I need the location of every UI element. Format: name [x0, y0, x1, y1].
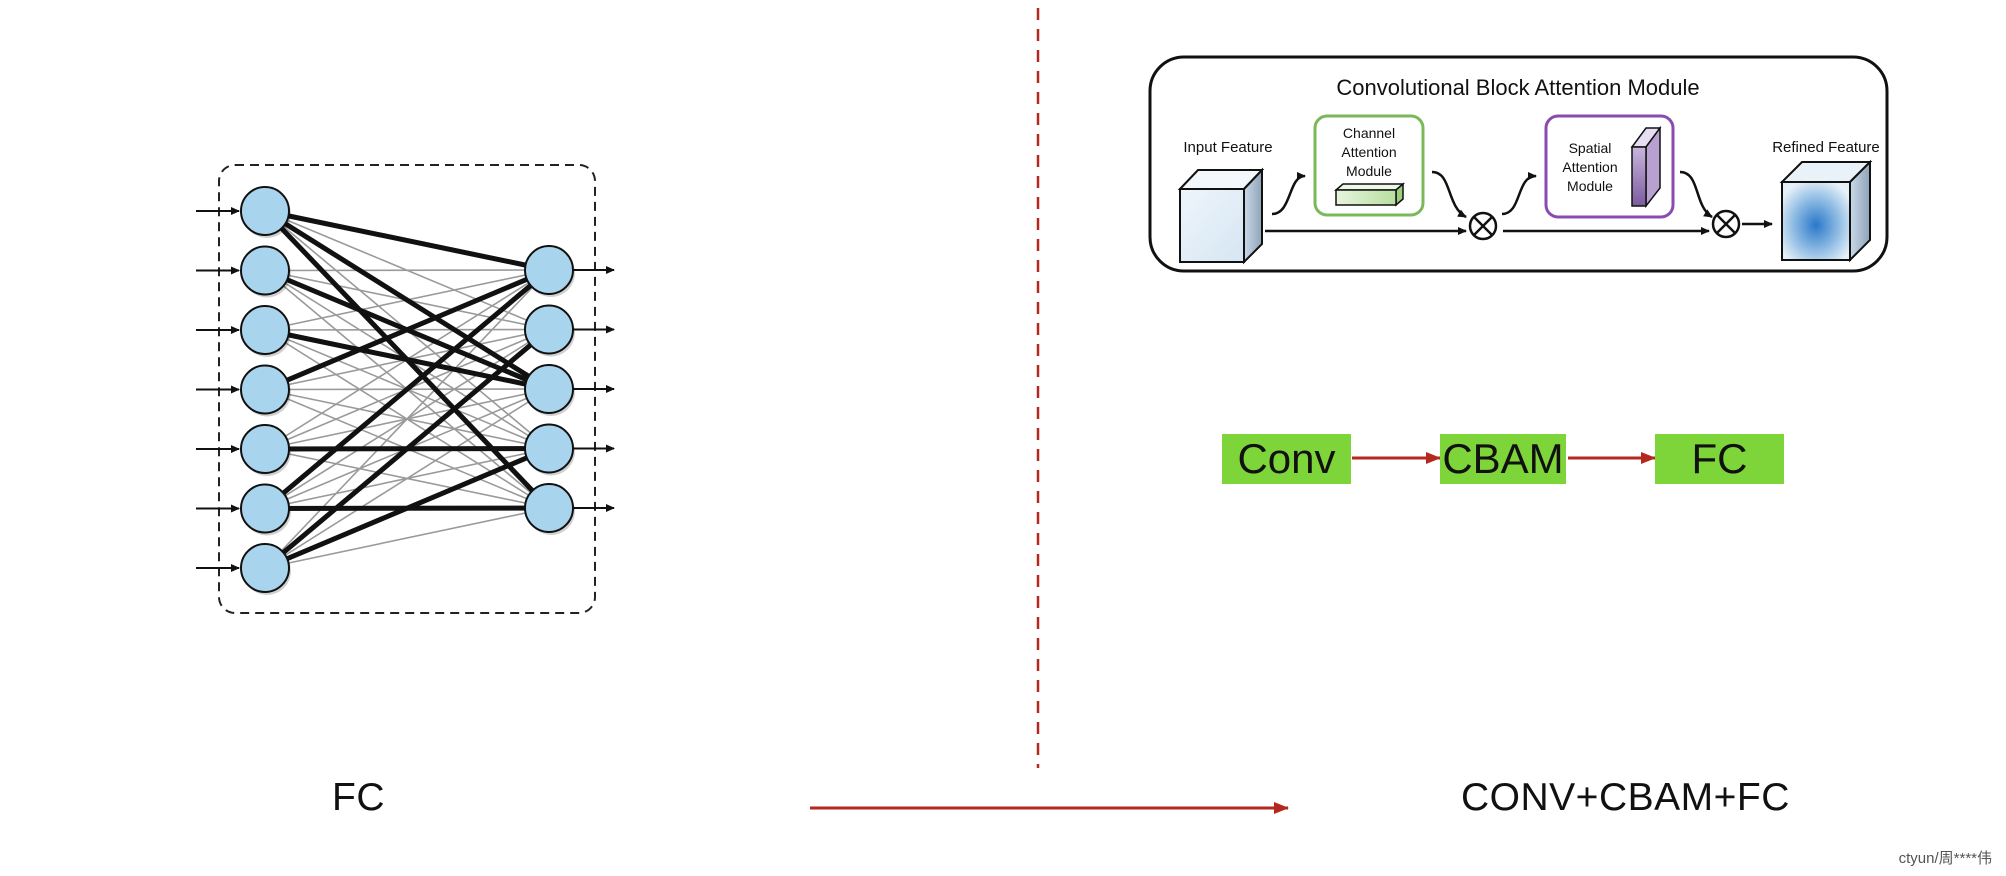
- pipeline-step-fc: FC: [1655, 434, 1784, 484]
- fc-edges: [263, 208, 551, 571]
- output-neuron: [524, 483, 574, 533]
- input-neuron: [240, 483, 290, 534]
- cbam-module: Convolutional Block Attention Module Inp…: [1148, 55, 1889, 273]
- output-neuron: [524, 364, 574, 414]
- fc-label: FC: [332, 776, 385, 819]
- input-neuron: [240, 186, 290, 236]
- input-neuron: [240, 305, 290, 355]
- watermark-text: ctyun/周****伟: [1898, 850, 1992, 867]
- refined-feature-label: Refined Feature: [1772, 139, 1880, 156]
- fc-connection: [264, 507, 550, 569]
- multiply-node-2: [1711, 209, 1741, 239]
- output-neuron: [524, 423, 574, 474]
- fc-connection: [264, 267, 550, 392]
- fc-connection: [263, 327, 551, 570]
- output-neuron: [524, 245, 574, 295]
- curve-into-spatial: [1501, 172, 1537, 216]
- input-feature-label: Input Feature: [1183, 139, 1272, 156]
- channel-slab: [1333, 182, 1406, 207]
- multiply-node-1: [1468, 211, 1498, 241]
- output-neuron: [524, 304, 574, 355]
- input-neuron: [240, 424, 290, 474]
- fc-connection: [263, 208, 551, 392]
- spatial-slab: [1630, 125, 1662, 209]
- spatial-label-line2: Attention: [1562, 159, 1617, 175]
- refined-feature-cube: [1779, 159, 1873, 263]
- fc-connection: [264, 208, 550, 273]
- fc-network: [196, 164, 615, 614]
- fc-io-arrows: [196, 207, 615, 572]
- pipeline-step-cbam: CBAM: [1440, 434, 1566, 484]
- input-neuron: [240, 245, 290, 296]
- input-neuron: [240, 364, 290, 415]
- curve-out-channel: [1431, 170, 1467, 219]
- fc-connection: [264, 327, 550, 392]
- fc-connection: [263, 268, 551, 511]
- spatial-label-line1: Spatial: [1569, 140, 1612, 156]
- cbam-frame: [1148, 55, 1889, 273]
- fc-connection: [264, 388, 550, 569]
- spatial-label-line3: Module: [1567, 178, 1613, 194]
- channel-label-line1: Channel: [1343, 125, 1395, 141]
- fc-connection: [264, 446, 550, 571]
- curve-out-spatial: [1679, 170, 1713, 219]
- curve-into-channel: [1271, 172, 1306, 216]
- pipeline-step-conv: Conv: [1222, 434, 1351, 484]
- fc-connection: [264, 269, 550, 569]
- cbam-title: Convolutional Block Attention Module: [1336, 75, 1699, 100]
- fc-nodes: [240, 186, 575, 595]
- channel-label-line2: Attention: [1341, 144, 1396, 160]
- conv-cbam-fc-label: CONV+CBAM+FC: [1461, 776, 1790, 819]
- fc-connection: [264, 269, 550, 272]
- channel-label-line3: Module: [1346, 163, 1392, 179]
- input-feature-cube: [1177, 167, 1265, 265]
- input-neuron: [240, 543, 290, 593]
